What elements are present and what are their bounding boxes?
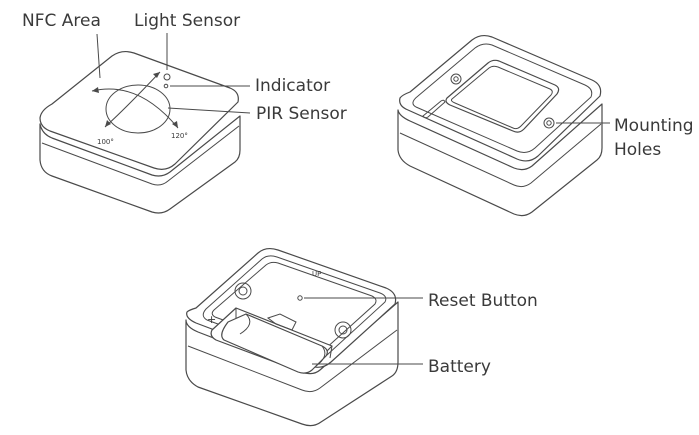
reset-button-hole xyxy=(297,295,303,301)
side-slot xyxy=(422,99,446,119)
battery-label: Battery xyxy=(428,357,491,377)
nfc-area-leader xyxy=(96,33,101,79)
nfc-area-label: NFC Area xyxy=(22,11,101,31)
angle-100-label: 100° xyxy=(97,138,114,146)
front-view-device: 100° 120° xyxy=(39,50,241,214)
reset-button-label: Reset Button xyxy=(428,291,538,311)
battery-clip xyxy=(266,313,297,331)
inner-screw-boss-left xyxy=(234,282,252,300)
back-view-device xyxy=(397,34,603,217)
mounting-hole-right xyxy=(543,117,555,129)
pir-sensor-label: PIR Sensor xyxy=(256,104,347,124)
pir-lens xyxy=(105,84,171,134)
battery-cell xyxy=(221,313,328,374)
plus-mark: + xyxy=(207,313,216,326)
light-sensor-label: Light Sensor xyxy=(134,11,240,31)
angle-120-label: 120° xyxy=(171,132,188,140)
pir-sensor-leader xyxy=(167,107,251,114)
mounting-hole-left xyxy=(450,73,462,85)
indicator-label: Indicator xyxy=(255,76,330,96)
inner-screw-boss-right xyxy=(334,321,352,339)
top-face xyxy=(39,50,239,170)
mounting-label-line1: Mounting xyxy=(614,116,694,136)
detection-arc-120 xyxy=(91,88,179,129)
indicator-dot xyxy=(163,83,169,89)
up-mark: UP xyxy=(312,270,321,278)
light-sensor-dot xyxy=(163,73,171,81)
mounting-label-line2: Holes xyxy=(614,140,661,160)
back-plate xyxy=(445,59,560,133)
open-view-device: UP + xyxy=(185,247,399,427)
